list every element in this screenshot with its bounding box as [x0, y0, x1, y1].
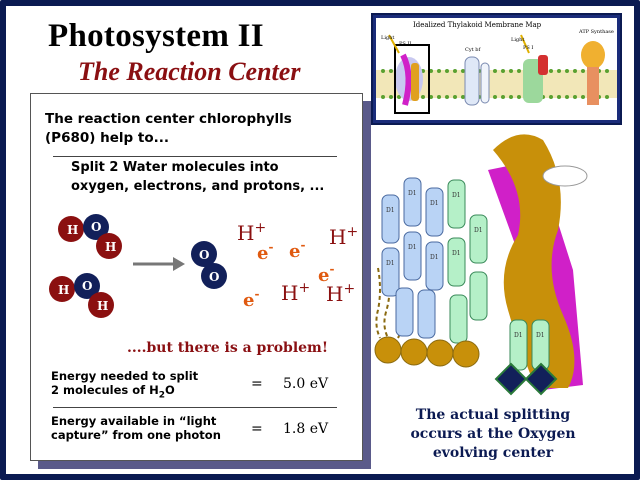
- map-title: Idealized Thylakoid Membrane Map: [413, 21, 542, 29]
- intro-text: The reaction center chlorophylls (P680) …: [45, 110, 355, 148]
- cytochrome-oval: [542, 165, 588, 187]
- intro-line-1: The reaction center chlorophylls: [45, 111, 292, 127]
- caption-line-2: occurs at the Oxygen: [410, 426, 576, 442]
- oxygen-atom: [83, 214, 109, 240]
- explanation-panel: The reaction center chlorophylls (P680) …: [30, 93, 363, 461]
- electron: e-: [243, 287, 259, 311]
- map-label-ps2: PS II: [399, 41, 411, 47]
- oec-caption: The actual splitting occurs at the Oxyge…: [388, 406, 598, 463]
- map-ps1-ferredoxin: [538, 55, 548, 75]
- water-molecule-1: H O H: [58, 214, 122, 259]
- divider-bottom: [53, 407, 337, 408]
- split-line-2: oxygen, electrons, and protons, ...: [71, 179, 325, 194]
- thylakoid-map: Idealized Thylakoid Membrane Map Light P…: [371, 13, 622, 125]
- split-line-1: Split 2 Water molecules into: [71, 160, 279, 175]
- energy-needed-line-1: Energy needed to split: [51, 369, 199, 383]
- svg-text:D1: D1: [408, 190, 417, 197]
- oxygen-atom: [74, 273, 100, 299]
- extrinsic-proteins: [374, 336, 480, 368]
- proton: H+: [326, 281, 355, 306]
- proton: H+: [281, 280, 310, 305]
- map-label-ps1: PS I: [523, 45, 533, 51]
- map-light-arrow-right: [520, 34, 530, 54]
- hydrogen-label: H: [97, 299, 108, 313]
- protons: H+ H+ H+ H+: [237, 220, 358, 306]
- electrons: e- e- e- e-: [243, 238, 334, 311]
- map-cytbf-complex: [464, 56, 480, 106]
- antenna-helices: [381, 177, 444, 339]
- svg-text:D1: D1: [536, 332, 545, 339]
- oxygen-label: O: [199, 248, 209, 262]
- map-label-light-left: Light: [381, 35, 394, 41]
- energy-available-equals: =: [251, 421, 263, 437]
- reaction-arrow: [133, 257, 185, 271]
- oxygen-label: O: [91, 220, 101, 234]
- svg-text:D1: D1: [452, 192, 461, 199]
- svg-text:D1: D1: [514, 332, 523, 339]
- slide-title: Photosystem II: [48, 18, 264, 54]
- svg-text:D1: D1: [452, 250, 461, 257]
- hydrogen-label: H: [67, 223, 78, 237]
- electron: e-: [257, 240, 273, 264]
- map-atp-synthase-stalk: [587, 67, 599, 105]
- divider-top: [53, 156, 337, 157]
- oxygen-label: O: [209, 270, 219, 284]
- photosystem-structure: D1 D1 D1 D1 D1 D1 D1 D1 D1 D1 D1: [374, 134, 588, 396]
- svg-text:D1: D1: [386, 260, 395, 267]
- core-helices: [447, 179, 550, 371]
- energy-needed-label: Energy needed to split 2 molecules of H2…: [51, 369, 198, 402]
- proton: H+: [329, 224, 358, 249]
- map-label-cytbf: Cyt bf: [465, 47, 481, 53]
- water-splitting-diagram: H O H H O H O O H+ H+ H+: [49, 214, 358, 318]
- svg-text:D1: D1: [386, 207, 395, 214]
- svg-text:D1: D1: [430, 254, 439, 261]
- energy-available-label: Energy available in “light capture” from…: [51, 414, 221, 442]
- energy-available-line-1: Energy available in “light: [51, 414, 217, 428]
- oxygen-molecule: O O: [191, 241, 227, 289]
- svg-text:D1: D1: [430, 200, 439, 207]
- hydrogen-atom: [49, 276, 75, 302]
- map-ps2-d2: [411, 63, 419, 101]
- lipid-tails: [375, 267, 402, 339]
- hydrogen-label: H: [58, 283, 69, 297]
- caption-line-1: The actual splitting: [415, 407, 571, 423]
- map-label-light-right: Light: [511, 37, 524, 43]
- energy-needed-line-2: 2 molecules of H2O: [51, 383, 175, 401]
- energy-available-line-2: capture” from one photon: [51, 428, 221, 442]
- map-label-atp: ATP Synthase: [578, 29, 614, 35]
- subunit-labels: D1 D1 D1 D1 D1 D1 D1 D1 D1 D1 D1: [386, 190, 545, 339]
- split-text: Split 2 Water molecules into oxygen, ele…: [71, 158, 361, 196]
- energy-available-value: 1.8 eV: [283, 421, 329, 437]
- map-cytbf-subunit: [480, 62, 490, 104]
- problem-text: ....but there is a problem!: [127, 340, 329, 356]
- caption-line-3: evolving center: [432, 445, 554, 461]
- hydrogen-atom: [58, 216, 84, 242]
- proton: H+: [237, 220, 266, 245]
- electron: e-: [318, 262, 334, 286]
- svg-text:D1: D1: [408, 244, 417, 251]
- map-atp-synthase-head: [581, 41, 605, 69]
- hydrogen-label: H: [105, 240, 116, 254]
- energy-needed-value: 5.0 eV: [283, 376, 329, 392]
- map-ps2-d1: [400, 53, 412, 106]
- thylakoid-map-drawing: Idealized Thylakoid Membrane Map Light P…: [376, 18, 617, 120]
- water-molecule-2: H O H: [49, 273, 114, 318]
- oxygen-atom: [191, 241, 217, 267]
- oxygen-label: O: [82, 279, 92, 293]
- map-light-arrow-left: [388, 34, 400, 54]
- intro-line-2: (P680) help to...: [45, 130, 169, 146]
- hydrogen-atom: [96, 233, 122, 259]
- oxygen-evolving-center-icon: [494, 362, 558, 396]
- svg-text:D1: D1: [474, 227, 483, 234]
- slide-subtitle: The Reaction Center: [78, 57, 301, 86]
- electron: e-: [289, 238, 305, 262]
- hydrogen-atom: [88, 292, 114, 318]
- energy-needed-equals: =: [251, 376, 263, 392]
- map-ps2-highlight-box: [394, 44, 430, 114]
- oxygen-atom: [201, 263, 227, 289]
